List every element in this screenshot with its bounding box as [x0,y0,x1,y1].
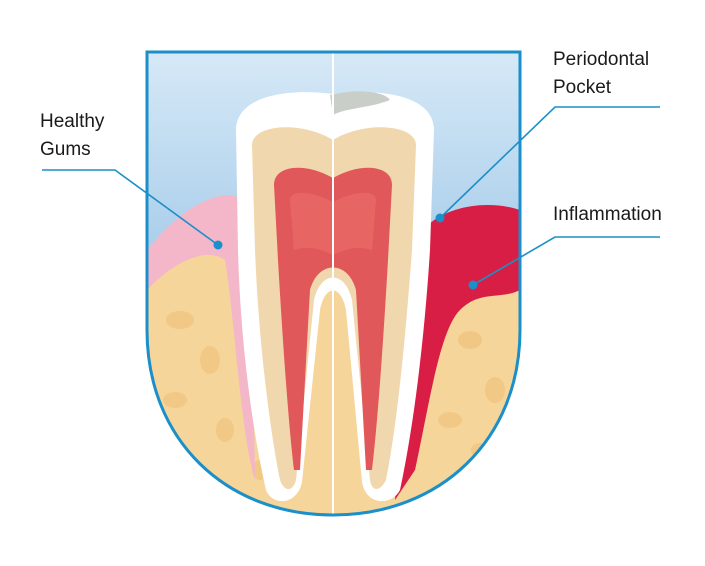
label-line: Periodontal [553,49,650,70]
label-line: Gums [40,139,91,160]
pocket-leader [439,106,660,219]
label-periodontal-pocket: Periodontal Pocket [553,46,649,102]
inflammation-dot [468,280,478,290]
label-healthy-gums: Healthy Gums [40,108,104,164]
inflammation-leader [472,236,660,286]
pocket-dot [435,213,445,223]
label-inflammation: Inflammation [553,204,662,225]
label-line: Healthy [40,111,105,132]
label-line: Pocket [553,77,612,98]
healthy-gums-leader [42,169,219,246]
healthy-gums-dot [213,240,223,250]
healthy-gum [147,195,255,480]
frame-border [145,50,522,517]
